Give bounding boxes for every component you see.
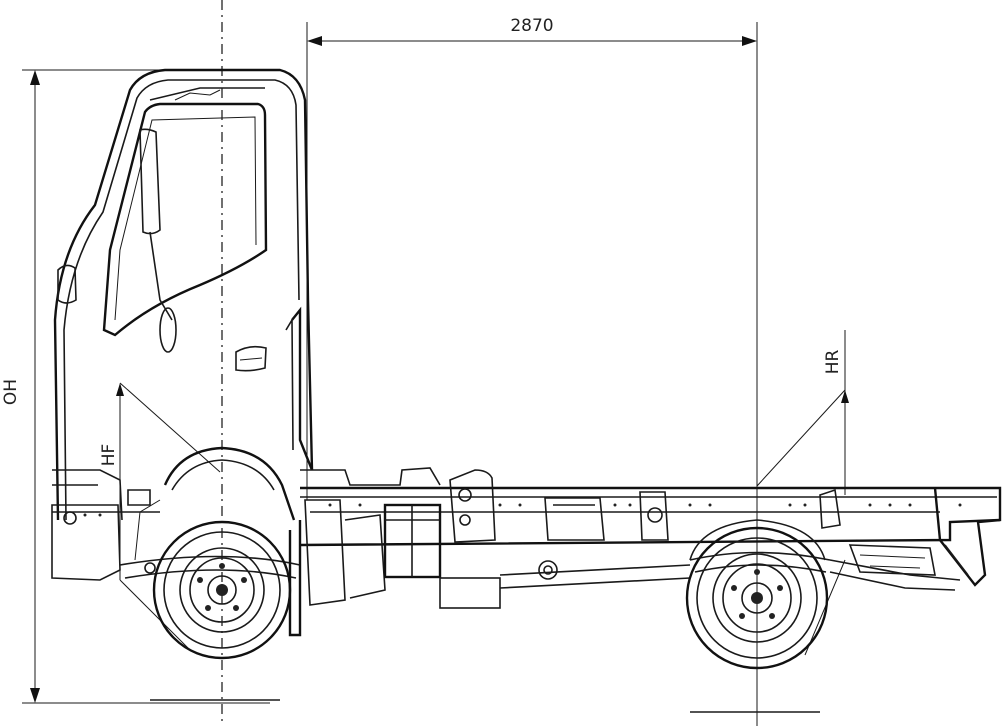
chassis-frame bbox=[52, 486, 1002, 591]
overall-height-label: OH bbox=[1, 379, 21, 405]
rear-wheel bbox=[685, 519, 829, 670]
rear-height-label: HR bbox=[823, 350, 843, 375]
drivetrain bbox=[83, 467, 962, 609]
frame-rivets bbox=[83, 503, 962, 517]
wheelbase-value: 2870 bbox=[510, 16, 553, 36]
front-mudflap bbox=[288, 520, 302, 637]
rear-height-dimension: HR bbox=[756, 330, 849, 656]
wheelbase-dimension: 2870 bbox=[306, 16, 758, 500]
overall-height-dimension: OH bbox=[1, 69, 275, 704]
truck-cab bbox=[51, 68, 314, 581]
front-height-dimension: HF bbox=[99, 382, 221, 651]
front-wheel bbox=[152, 520, 292, 660]
front-height-label: HF bbox=[99, 444, 119, 467]
